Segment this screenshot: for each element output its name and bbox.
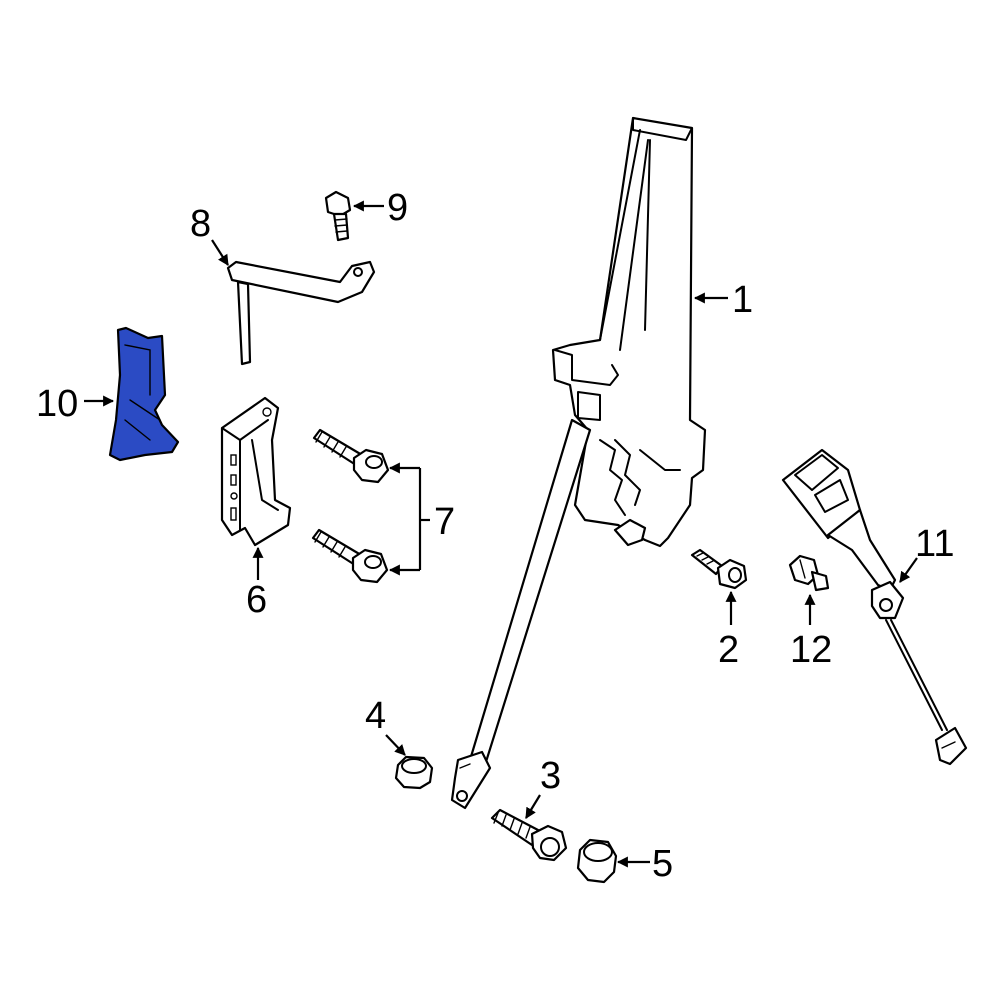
callout-12: 12: [790, 593, 832, 671]
callout-6: 6: [246, 546, 267, 621]
callout-label-3: 3: [540, 755, 561, 797]
callout-4: 4: [365, 695, 406, 756]
callout-11: 11: [899, 523, 954, 583]
part-10-cover-highlighted[interactable]: [108, 326, 180, 462]
callout-2: 2: [718, 590, 739, 671]
callout-10: 10: [36, 383, 115, 425]
callout-1: 1: [693, 279, 753, 321]
part-5-bushing[interactable]: [576, 838, 618, 884]
callout-8: 8: [190, 203, 229, 266]
callout-label-7: 7: [434, 501, 455, 543]
callout-label-4: 4: [365, 695, 386, 737]
part-4-spacer[interactable]: [394, 755, 434, 790]
part-11-buckle[interactable]: [781, 448, 968, 766]
part-9-bolt[interactable]: [324, 190, 352, 242]
callout-5: 5: [616, 843, 673, 885]
callout-label-8: 8: [190, 203, 211, 245]
callout-label-6: 6: [246, 579, 267, 621]
part-12-nut[interactable]: [788, 554, 830, 592]
callout-label-12: 12: [790, 629, 832, 671]
callout-label-2: 2: [718, 629, 739, 671]
part-8-rod[interactable]: [226, 260, 376, 366]
callout-label-10: 10: [36, 383, 78, 425]
part-3-bolt[interactable]: [490, 808, 568, 862]
callout-label-1: 1: [732, 279, 753, 321]
callout-label-11: 11: [915, 523, 954, 565]
part-1-seat-belt-retractor[interactable]: [450, 116, 707, 810]
part-2-bolt[interactable]: [690, 548, 748, 590]
callout-7: 7: [388, 462, 455, 576]
part-7-bolts[interactable]: [311, 428, 390, 584]
callout-3: 3: [525, 755, 561, 819]
part-6-bracket[interactable]: [220, 396, 292, 547]
callout-label-9: 9: [387, 187, 408, 229]
callout-label-5: 5: [652, 843, 673, 885]
callout-9: 9: [352, 187, 408, 229]
